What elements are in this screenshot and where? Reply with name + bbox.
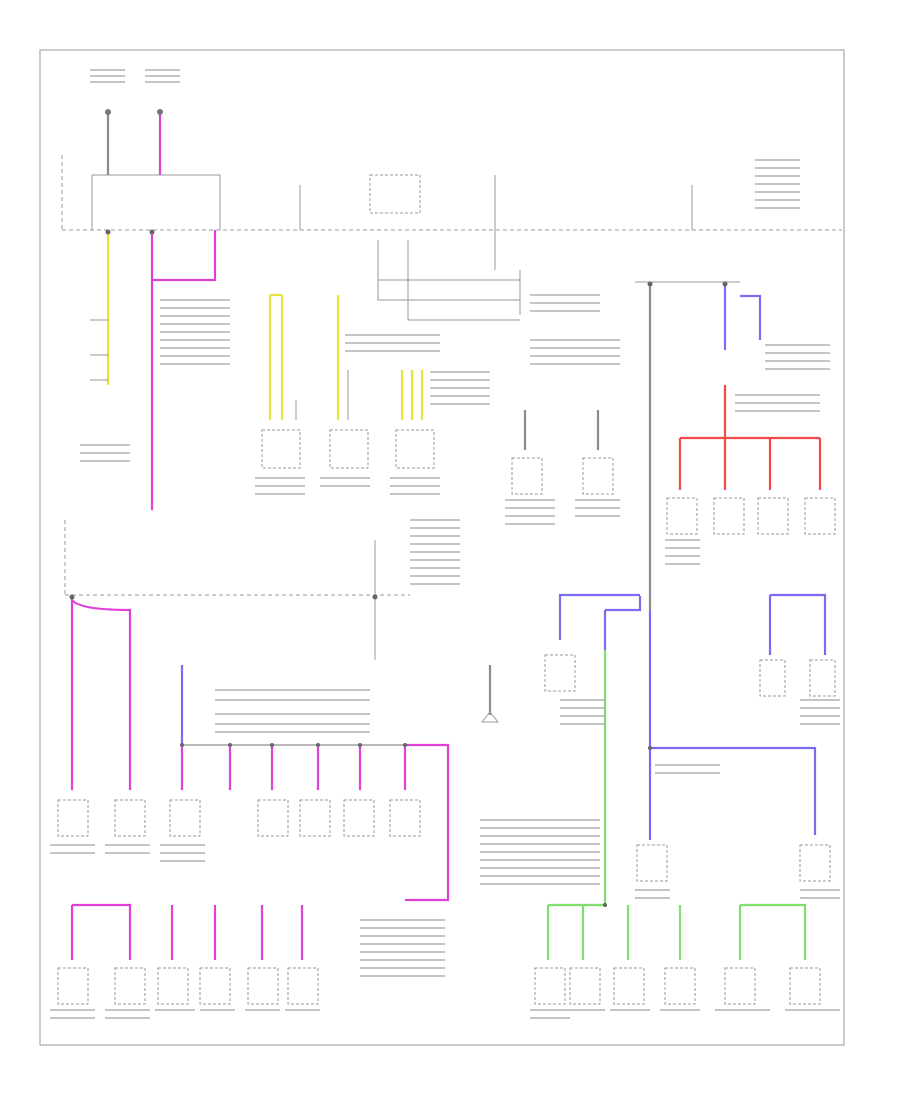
transmission-feed-wires: [90, 230, 217, 510]
relay-control-lines: [377, 240, 614, 495]
bottom-green-row: [534, 903, 821, 1005]
bottom-pink-row: [57, 903, 319, 1005]
diagram-frame: [39, 49, 845, 1046]
harness-distribution-row: [169, 665, 450, 902]
yellow-sensor-group: [261, 293, 435, 469]
right-upper-circuit: [635, 281, 836, 610]
right-middle-circuit: [544, 593, 836, 905]
top-fuse-box: [61, 155, 842, 270]
middle-pink-wires: [57, 595, 146, 837]
middle-fuse-box: [64, 520, 410, 660]
connector-markers: [69, 229, 728, 907]
illegible-label-marks: [50, 69, 840, 1019]
battery-feed-wires: [105, 109, 163, 175]
ground-point: [480, 665, 500, 723]
